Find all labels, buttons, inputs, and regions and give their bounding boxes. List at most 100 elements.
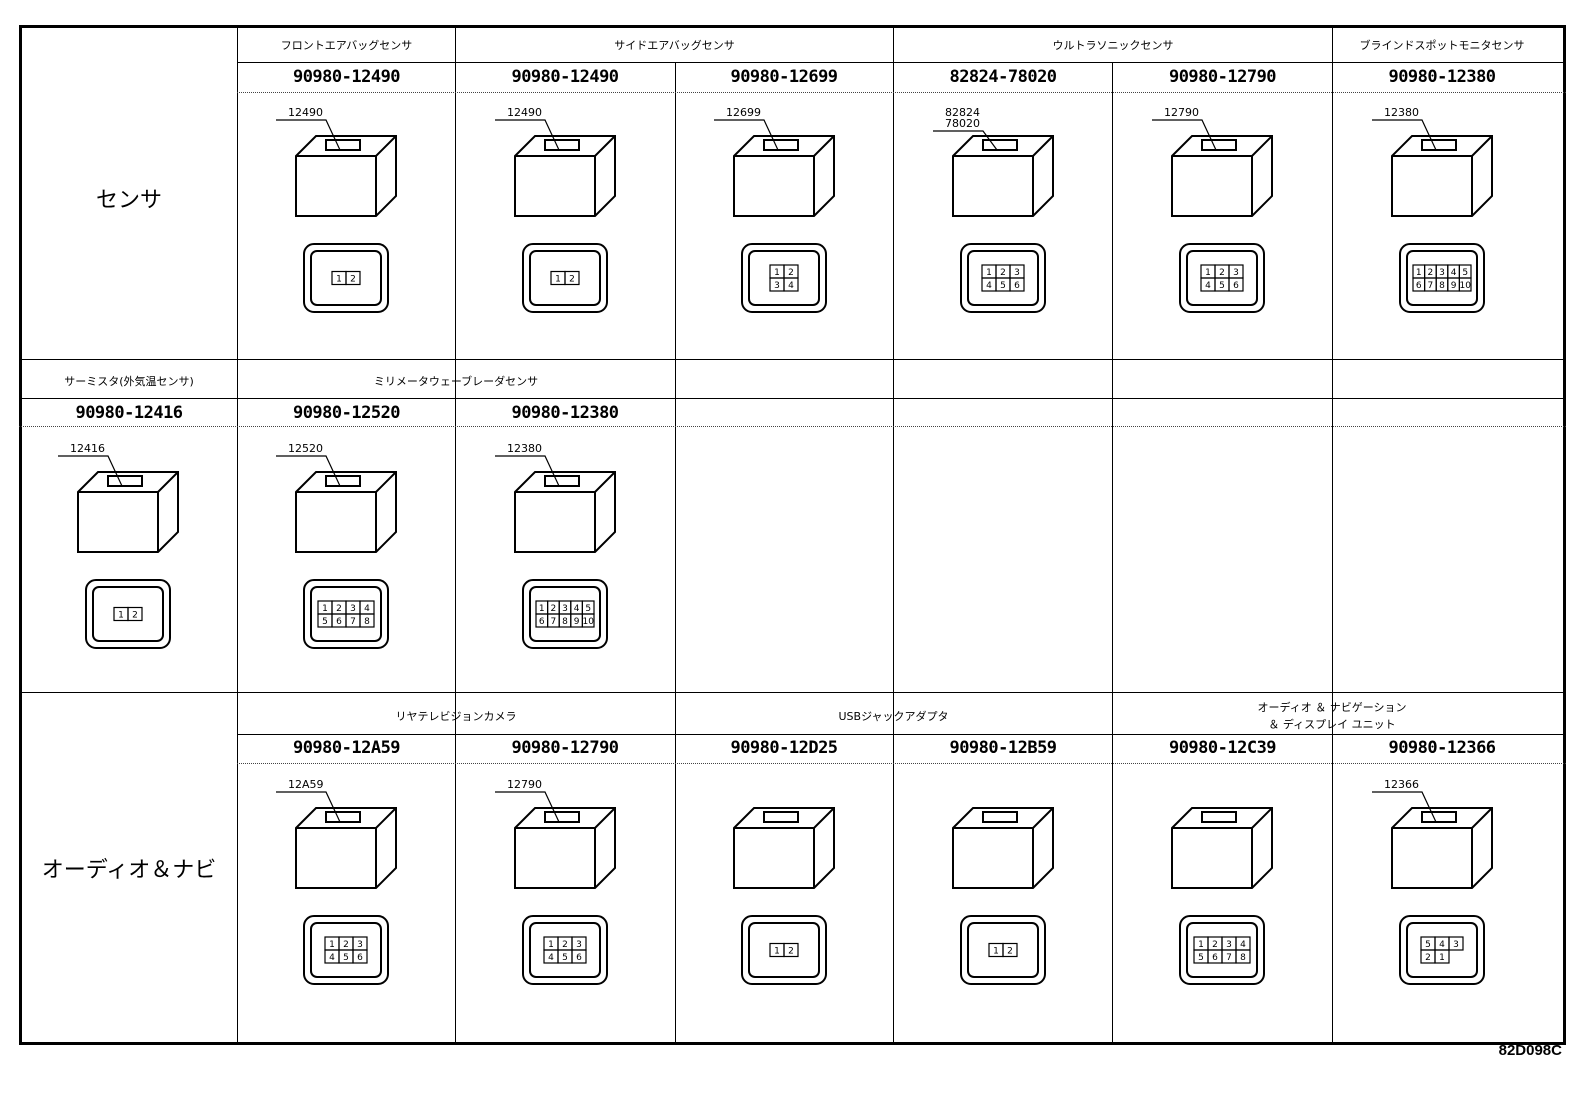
callout-label: 12520: [288, 442, 323, 455]
pin-number: 5: [585, 604, 591, 614]
connector-body: [77, 471, 179, 553]
row-label-sensor: センサ: [95, 188, 162, 213]
callout-leader: [276, 791, 341, 823]
pin-number: 3: [1233, 268, 1239, 278]
part-number: 90980-12380: [511, 403, 619, 423]
grid-line: [19, 359, 1566, 360]
pin-number: 1: [1205, 268, 1211, 278]
part-number: 90980-12B59: [949, 738, 1057, 758]
pin-number: 2: [1219, 268, 1225, 278]
connector-face: [303, 243, 389, 313]
pin-cavity: [571, 949, 587, 964]
pin-number: 4: [574, 604, 580, 614]
pin-number: 4: [329, 953, 335, 963]
pin-number: 5: [322, 617, 328, 627]
pin-number: 3: [1226, 940, 1232, 950]
connector-face: [85, 579, 171, 649]
pin-number: 2: [1425, 953, 1431, 963]
connector-edge: [1172, 807, 1273, 888]
connector-face: [1399, 243, 1485, 313]
connector-face-inner: [748, 250, 820, 306]
callout-label: 12699: [726, 106, 761, 119]
grid-line: [1332, 25, 1333, 1045]
pin-number: 8: [1439, 281, 1445, 291]
category-front-airbag-sensor: フロントエアバッグセンサ: [280, 39, 413, 52]
pin-number: 2: [132, 611, 138, 621]
connector-face: [960, 243, 1046, 313]
pin-number: 1: [1439, 953, 1445, 963]
connector-body: [1391, 807, 1493, 889]
pin-number: 8: [1240, 953, 1246, 963]
pin-number: 9: [574, 617, 580, 627]
connector-edge: [734, 135, 835, 216]
pin-number: 5: [562, 953, 568, 963]
pin-cavity: [783, 942, 799, 958]
connector-latch: [544, 475, 580, 487]
connector-body: [295, 135, 397, 217]
pin-number: 7: [551, 617, 557, 627]
pin-number: 1: [329, 940, 335, 950]
part-number: 82824-78020: [949, 67, 1057, 87]
pin-number: 2: [788, 947, 794, 957]
grid-line: [237, 734, 1566, 735]
pin-number: 6: [1212, 953, 1218, 963]
connector-latch: [325, 139, 361, 151]
connector-face: [303, 915, 389, 985]
category-audio-navigation: オーディオ ＆ ナビゲーション: [1257, 701, 1407, 714]
connector-latch: [544, 139, 580, 151]
connector-latch: [763, 139, 799, 151]
pin-number: 6: [576, 953, 582, 963]
pin-number: 5: [1000, 281, 1006, 291]
connector-body: [295, 807, 397, 889]
pin-number: 1: [774, 268, 780, 278]
connector-reference-table: [19, 25, 1566, 1045]
pin-cavity: [581, 613, 595, 628]
connector-face: [960, 915, 1046, 985]
callout-leader: [495, 119, 560, 151]
pin-number: 3: [1014, 268, 1020, 278]
pin-number: 1: [993, 947, 999, 957]
pin-number: 5: [1462, 268, 1468, 278]
pin-number: 1: [774, 947, 780, 957]
connector-edge: [515, 807, 616, 888]
connector-body: [733, 135, 835, 217]
pin-number: 2: [1428, 268, 1434, 278]
pin-cavity: [345, 270, 361, 286]
pin-number: 5: [343, 953, 349, 963]
connector-face-inner: [529, 922, 601, 978]
connector-edge: [296, 135, 397, 216]
callout-label: 12790: [507, 778, 542, 791]
pin-number: 2: [551, 604, 557, 614]
callout-label: 82824: [945, 106, 980, 119]
connector-face-inner: [529, 586, 601, 642]
pin-number: 7: [1428, 281, 1434, 291]
callout-leader: [495, 791, 560, 823]
pin-number: 8: [364, 617, 370, 627]
connector-body: [952, 807, 1054, 889]
pin-number: 3: [562, 604, 568, 614]
category-thermistor: サーミスタ(外気温センサ): [64, 375, 194, 388]
pin-number: 6: [1014, 281, 1020, 291]
callout-leader: [1372, 791, 1437, 823]
callout-leader: [714, 119, 779, 151]
connector-latch: [107, 475, 143, 487]
callout-label: 12380: [1384, 106, 1419, 119]
pin-cavity: [1009, 277, 1025, 292]
pin-number: 3: [1439, 268, 1445, 278]
callout-label: 12416: [70, 442, 105, 455]
pin-number: 1: [336, 275, 342, 285]
pin-number: 1: [986, 268, 992, 278]
connector-face-inner: [310, 250, 382, 306]
connector-body: [952, 135, 1054, 217]
connector-edge: [953, 135, 1054, 216]
pin-number: 2: [343, 940, 349, 950]
callout-leader: [1372, 119, 1437, 151]
